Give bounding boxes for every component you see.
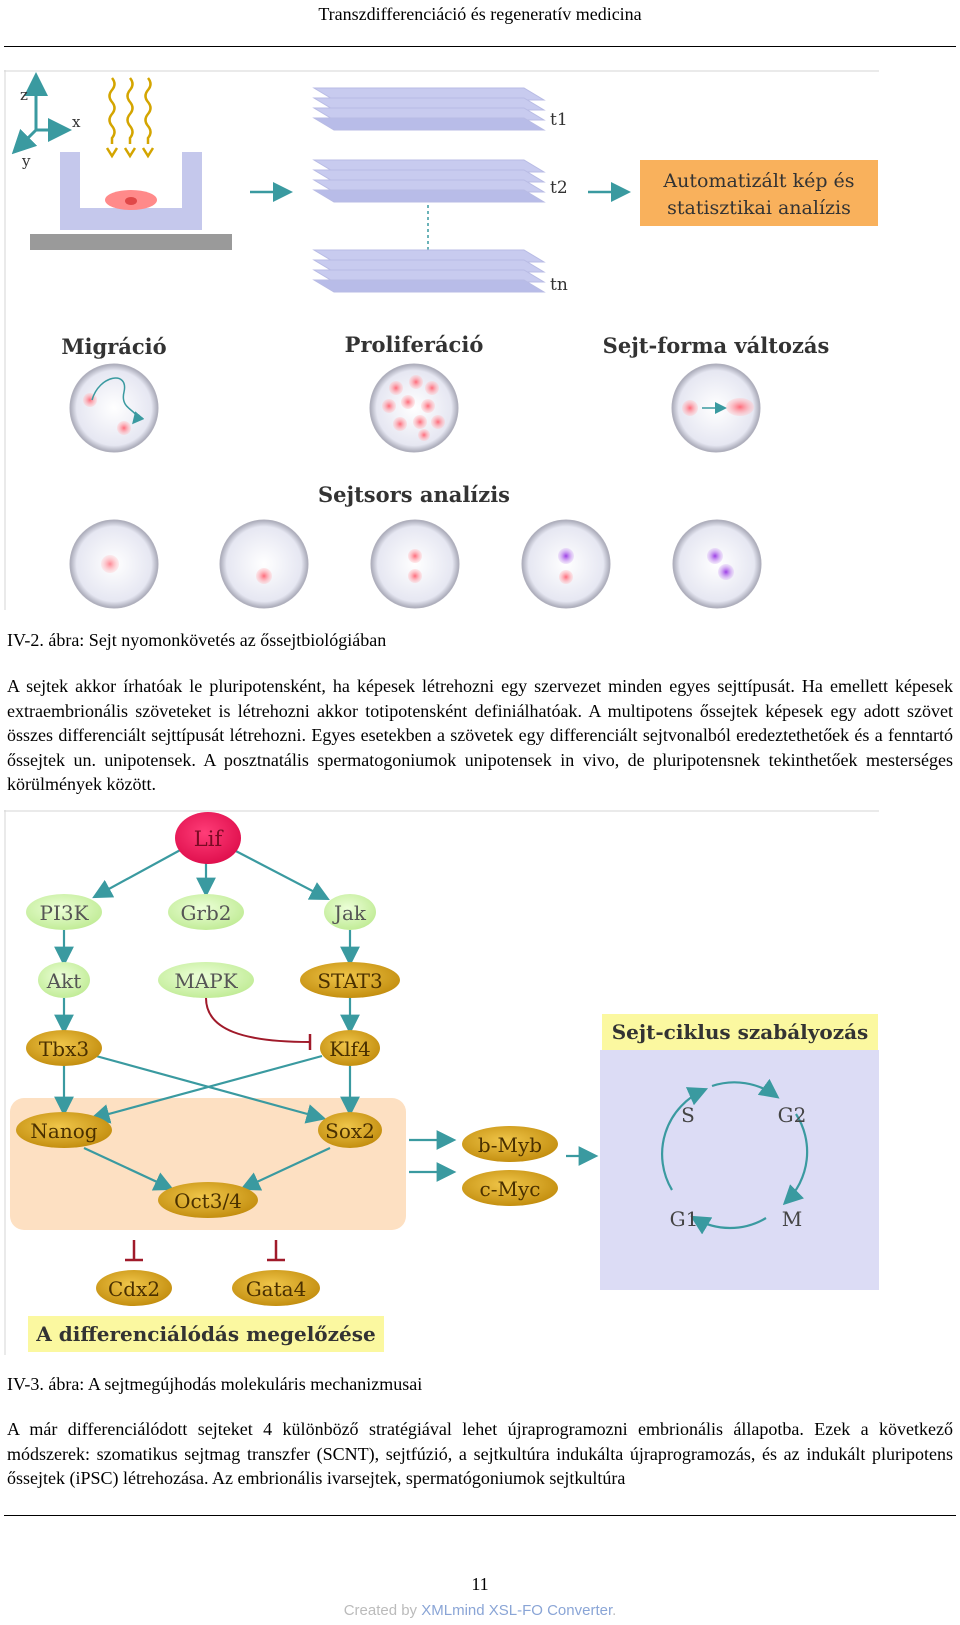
node-pi3k-label: PI3K [39,901,89,925]
cell-cycle-title: Sejt-ciklus szabályozás [612,1020,869,1044]
node-oct34-label: Oct3/4 [174,1189,242,1213]
image-stack-t1 [312,87,546,131]
phase-g2: G2 [778,1103,807,1127]
node-jak-label: Jak [332,901,367,925]
title-migration: Migráció [61,334,166,359]
time-label-t2: t2 [550,178,568,198]
culture-dish-icon [30,152,232,250]
node-tbx3-label: Tbx3 [39,1037,89,1061]
phase-g1: G1 [670,1207,699,1231]
fate-dish-3 [370,519,460,609]
figure-cell-tracking: z x y t1 t2 tn Au [4,70,879,610]
image-stack-t2 [312,159,546,203]
node-gata4: Gata4 [232,1270,320,1306]
title-proliferation: Proliferáció [345,332,484,357]
axis-x-label: x [72,113,81,131]
figure2-caption: IV-3. ábra: A sejtmegújhodás molekuláris… [7,1374,423,1394]
prevent-differentiation-label: A differenciálódás megelőzése [35,1322,375,1346]
footer-credit-brand[interactable]: XMLmind XSL-FO Converter [421,1602,613,1619]
time-label-tn: tn [550,275,568,295]
node-bmyb-label: b-Myb [478,1133,542,1157]
cell-cycle-title-box: Sejt-ciklus szabályozás [602,1014,878,1050]
node-grb2-label: Grb2 [180,901,231,925]
node-grb2: Grb2 [168,894,244,930]
page-header: Transzdifferenciáció és regeneratív medi… [0,0,960,26]
mapk-inhibits-klf4 [205,997,311,1043]
node-stat3: STAT3 [300,962,400,998]
cell-cycle-region [600,1050,879,1290]
page-number: 11 [471,1574,489,1594]
prevent-differentiation-box: A differenciálódás megelőzése [28,1316,384,1352]
title-shape-change: Sejt-forma változás [603,333,830,358]
node-bmyb: b-Myb [462,1126,558,1162]
footer-credit-prefix: Created by [343,1602,422,1619]
node-mapk-label: MAPK [174,969,238,993]
fate-dish-2 [219,519,309,609]
footer-credit-suffix: . [612,1602,617,1619]
footer-rule [4,1515,956,1516]
page-header-title: Transzdifferenciáció és regeneratív medi… [318,4,642,24]
node-cdx2: Cdx2 [96,1270,172,1306]
image-stack-tn [312,249,546,293]
title-fate-analysis: Sejtsors analízis [318,482,510,507]
node-pi3k: PI3K [26,894,102,930]
node-klf4-label: Klf4 [329,1037,370,1061]
axes-icon: z x y [11,72,81,170]
phase-s: S [681,1103,695,1127]
fate-dish-1 [69,519,159,609]
node-lif: Lif [175,812,241,864]
pathway-arrows [54,847,599,1191]
node-cmyc: c-Myc [462,1170,558,1206]
node-oct34: Oct3/4 [158,1182,258,1218]
node-sox2: Sox2 [318,1112,382,1148]
figure1-caption: IV-2. ábra: Sejt nyomonkövetés az őssejt… [7,630,387,650]
node-cmyc-label: c-Myc [480,1177,541,1201]
footer-credit: Created by XMLmind XSL-FO Converter. [0,1602,960,1619]
node-cdx2-label: Cdx2 [108,1277,160,1301]
analysis-box: Automatizált kép és statisztikai analízi… [640,160,878,226]
paragraph-potency: A sejtek akkor írhatóak le pluripotenské… [7,676,953,794]
node-gata4-label: Gata4 [246,1277,307,1301]
fate-dish-5 [672,519,762,609]
analysis-box-line2: statisztikai analízis [667,197,851,219]
node-nanog-label: Nanog [30,1119,97,1143]
migration-dish [69,363,159,453]
header-rule [4,46,956,47]
time-label-t1: t1 [550,110,568,130]
node-lif-label: Lif [194,827,225,851]
paragraph-reprogramming: A már differenciálódott sejteket 4 külön… [7,1419,953,1488]
phase-m: M [782,1207,802,1231]
node-stat3-label: STAT3 [317,969,382,993]
figure-self-renewal: Lif PI3K Grb2 Jak Akt MAPK STAT3 Tbx3 Kl… [4,810,879,1355]
light-waves-icon [105,77,155,159]
node-akt: Akt [38,962,90,998]
inhibition-markers [125,1240,285,1262]
node-jak: Jak [324,894,376,930]
axis-z-label: z [20,86,28,104]
node-nanog: Nanog [16,1112,112,1148]
analysis-box-line1: Automatizált kép és [662,170,854,192]
node-sox2-label: Sox2 [325,1119,375,1143]
node-mapk: MAPK [158,962,254,998]
proliferation-dish [369,363,459,453]
node-tbx3: Tbx3 [26,1030,102,1066]
node-akt-label: Akt [46,969,82,993]
node-klf4: Klf4 [320,1030,380,1066]
cell-cycle-arrows [661,1078,809,1235]
shape-change-dish [671,363,761,453]
fate-dish-4 [521,519,611,609]
axis-y-label: y [21,152,31,170]
